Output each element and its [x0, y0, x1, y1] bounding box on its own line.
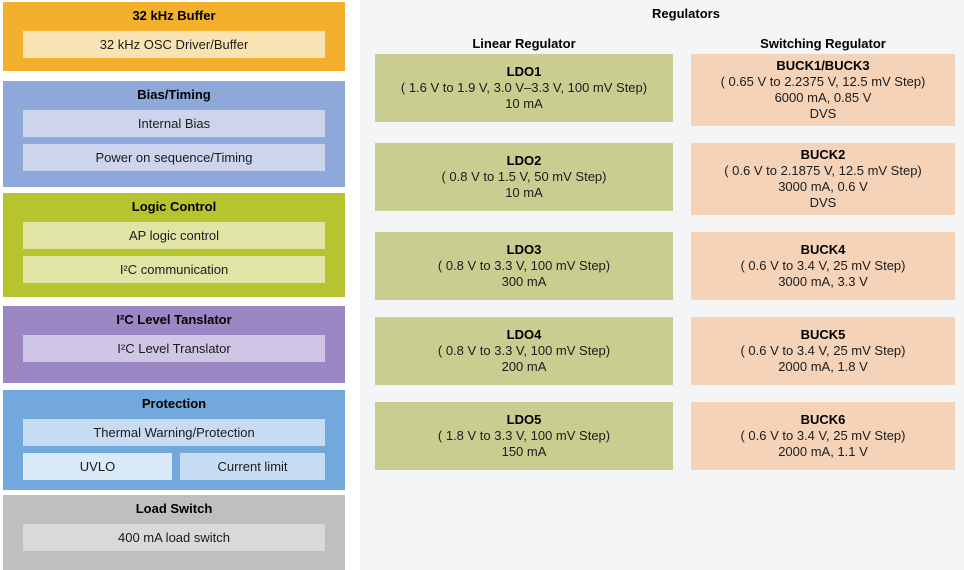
block-current-limit: Current limit: [180, 453, 325, 480]
regulator-name: BUCK2: [800, 147, 846, 162]
regulator-range: ( 1.8 V to 3.3 V, 100 mV Step): [437, 428, 611, 443]
regulator-ldo4: LDO4 ( 0.8 V to 3.3 V, 100 mV Step) 200 …: [375, 317, 673, 385]
block-thermal-warning-protection: Thermal Warning/Protection: [23, 419, 325, 446]
section-title-logic-control: Logic Control: [131, 199, 217, 214]
regulator-name: BUCK5: [800, 327, 846, 342]
section-title-load-switch: Load Switch: [135, 501, 213, 516]
regulator-row-4: LDO4 ( 0.8 V to 3.3 V, 100 mV Step) 200 …: [360, 317, 964, 385]
regulator-buck1-buck3: BUCK1/BUCK3 ( 0.65 V to 2.2375 V, 12.5 m…: [691, 54, 955, 126]
function-blocks-column: 32 kHz Buffer 32 kHz OSC Driver/Buffer B…: [3, 2, 345, 570]
regulator-row-2: LDO2 ( 0.8 V to 1.5 V, 50 mV Step) 10 mA…: [360, 143, 964, 215]
linear-regulator-header: Linear Regulator: [472, 36, 576, 51]
regulator-row-3: LDO3 ( 0.8 V to 3.3 V, 100 mV Step) 300 …: [360, 232, 964, 300]
section-32khz-buffer: 32 kHz Buffer 32 kHz OSC Driver/Buffer: [3, 2, 345, 71]
regulator-ldo3: LDO3 ( 0.8 V to 3.3 V, 100 mV Step) 300 …: [375, 232, 673, 300]
regulator-buck2: BUCK2 ( 0.6 V to 2.1875 V, 12.5 mV Step)…: [691, 143, 955, 215]
section-load-switch: Load Switch 400 mA load switch: [3, 495, 345, 570]
regulator-range: ( 0.8 V to 1.5 V, 50 mV Step): [441, 169, 607, 184]
regulator-output: 2000 mA, 1.1 V: [778, 444, 868, 459]
regulator-buck5: BUCK5 ( 0.6 V to 3.4 V, 25 mV Step) 2000…: [691, 317, 955, 385]
regulator-range: ( 0.8 V to 3.3 V, 100 mV Step): [437, 343, 611, 358]
regulator-output: 6000 mA, 0.85 V: [774, 90, 872, 105]
regulator-dvs-flag: DVS: [809, 195, 837, 210]
regulator-name: LDO5: [506, 412, 542, 427]
block-power-on-sequence-timing: Power on sequence/Timing: [23, 144, 325, 171]
regulator-name: LDO4: [506, 327, 542, 342]
regulator-buck4: BUCK4 ( 0.6 V to 3.4 V, 25 mV Step) 3000…: [691, 232, 955, 300]
regulator-ldo5: LDO5 ( 1.8 V to 3.3 V, 100 mV Step) 150 …: [375, 402, 673, 470]
regulator-row-1: LDO1 ( 1.6 V to 1.9 V, 3.0 V–3.3 V, 100 …: [360, 54, 964, 126]
regulator-range: ( 0.6 V to 3.4 V, 25 mV Step): [740, 428, 906, 443]
block-400ma-load-switch: 400 mA load switch: [23, 524, 325, 551]
block-i2c-level-translator: I²C Level Translator: [23, 335, 325, 362]
block-i2c-communication: I²C communication: [23, 256, 325, 283]
regulator-range: ( 0.6 V to 2.1875 V, 12.5 mV Step): [724, 163, 922, 178]
regulator-dvs-flag: DVS: [809, 106, 837, 121]
regulator-buck6: BUCK6 ( 0.6 V to 3.4 V, 25 mV Step) 2000…: [691, 402, 955, 470]
section-i2c-level-translator: I²C Level Tanslator I²C Level Translator: [3, 306, 345, 383]
regulator-name: BUCK1/BUCK3: [776, 58, 870, 73]
regulator-output: 2000 mA, 1.8 V: [778, 359, 868, 374]
regulator-range: ( 1.6 V to 1.9 V, 3.0 V–3.3 V, 100 mV St…: [400, 80, 648, 95]
switching-regulator-header: Switching Regulator: [760, 36, 886, 51]
section-bias-timing: Bias/Timing Internal Bias Power on seque…: [3, 81, 345, 187]
section-title-i2c-level-translator: I²C Level Tanslator: [116, 312, 232, 327]
section-title-32khz-buffer: 32 kHz Buffer: [132, 8, 216, 23]
regulator-output: 3000 mA, 0.6 V: [778, 179, 868, 194]
regulator-name: LDO2: [506, 153, 542, 168]
section-title-protection: Protection: [141, 396, 207, 411]
regulator-output: 10 mA: [505, 185, 543, 200]
section-title-bias-timing: Bias/Timing: [137, 87, 211, 102]
block-uvlo: UVLO: [23, 453, 172, 480]
regulator-output: 150 mA: [501, 444, 547, 459]
section-logic-control: Logic Control AP logic control I²C commu…: [3, 193, 345, 297]
regulator-range: ( 0.8 V to 3.3 V, 100 mV Step): [437, 258, 611, 273]
regulator-name: BUCK4: [800, 242, 846, 257]
section-protection: Protection Thermal Warning/Protection UV…: [3, 390, 345, 490]
regulators-panel: Regulators Linear Regulator Switching Re…: [360, 0, 964, 570]
regulator-ldo1: LDO1 ( 1.6 V to 1.9 V, 3.0 V–3.3 V, 100 …: [375, 54, 673, 122]
regulator-name: BUCK6: [800, 412, 846, 427]
block-ap-logic-control: AP logic control: [23, 222, 325, 249]
regulator-range: ( 0.6 V to 3.4 V, 25 mV Step): [740, 343, 906, 358]
protection-sub-row: UVLO Current limit: [23, 453, 325, 480]
regulator-name: LDO3: [506, 242, 542, 257]
regulators-title: Regulators: [652, 6, 720, 21]
regulator-output: 300 mA: [501, 274, 547, 289]
regulator-range: ( 0.65 V to 2.2375 V, 12.5 mV Step): [720, 74, 926, 89]
block-internal-bias: Internal Bias: [23, 110, 325, 137]
regulator-output: 200 mA: [501, 359, 547, 374]
regulator-name: LDO1: [506, 64, 542, 79]
regulator-column-headers: Linear Regulator Switching Regulator: [360, 36, 964, 51]
block-32khz-osc-driver-buffer: 32 kHz OSC Driver/Buffer: [23, 31, 325, 58]
regulator-row-5: LDO5 ( 1.8 V to 3.3 V, 100 mV Step) 150 …: [360, 402, 964, 470]
regulator-range: ( 0.6 V to 3.4 V, 25 mV Step): [740, 258, 906, 273]
regulator-output: 3000 mA, 3.3 V: [778, 274, 868, 289]
regulator-ldo2: LDO2 ( 0.8 V to 1.5 V, 50 mV Step) 10 mA: [375, 143, 673, 211]
regulator-output: 10 mA: [505, 96, 543, 111]
